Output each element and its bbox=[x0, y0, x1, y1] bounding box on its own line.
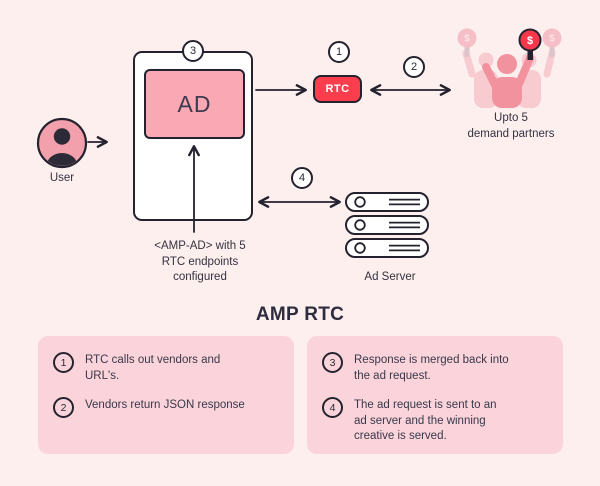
user-avatar-icon bbox=[36, 117, 88, 169]
flow-badge-2: 2 bbox=[403, 56, 425, 78]
step-number-badge: 2 bbox=[53, 397, 74, 418]
dollar-symbol: $ bbox=[549, 34, 555, 45]
step-number-badge: 4 bbox=[322, 397, 343, 418]
legend-step-3: 3 Response is merged back into the ad re… bbox=[322, 351, 548, 384]
step-number-badge: 3 bbox=[322, 352, 343, 373]
rtc-box: RTC bbox=[313, 75, 362, 103]
legend-step-2: 2 Vendors return JSON response bbox=[53, 396, 279, 418]
device-frame: AD bbox=[133, 51, 253, 221]
ad-server-icon bbox=[345, 192, 429, 258]
legend-step-1: 1 RTC calls out vendors and URL's. bbox=[53, 351, 279, 384]
legend-panel-left: 1 RTC calls out vendors and URL's. 2 Ven… bbox=[38, 336, 294, 454]
demand-partners-icon: $ $ $ bbox=[457, 28, 562, 108]
partners-label: Upto 5 demand partners bbox=[467, 112, 555, 140]
dollar-symbol: $ bbox=[527, 35, 533, 47]
flow-badge-4: 4 bbox=[291, 167, 313, 189]
step-text: Vendors return JSON response bbox=[85, 399, 245, 411]
flow-badge-1: 1 bbox=[328, 41, 350, 63]
rtc-label: RTC bbox=[325, 83, 350, 95]
step-number-badge: 1 bbox=[53, 352, 74, 373]
legend-step-4: 4 The ad request is sent to an ad server… bbox=[322, 396, 548, 445]
front-partner-figure bbox=[482, 54, 534, 108]
pale-paddle-icons bbox=[457, 28, 562, 57]
ad-slot-label: AD bbox=[177, 90, 212, 117]
dollar-symbol: $ bbox=[464, 34, 470, 45]
page-title: AMP RTC bbox=[255, 304, 345, 325]
legend-panel-right: 3 Response is merged back into the ad re… bbox=[307, 336, 563, 454]
step-text: Response is merged back into the ad requ… bbox=[354, 354, 509, 382]
winning-paddle-icon bbox=[518, 28, 542, 60]
step-text: The ad request is sent to an ad server a… bbox=[354, 399, 497, 442]
ad-slot: AD bbox=[144, 69, 245, 139]
ad-server-label: Ad Server bbox=[364, 271, 416, 283]
step-text: RTC calls out vendors and URL's. bbox=[85, 354, 221, 382]
amp-ad-note: <AMP-AD> with 5 RTC endpoints configured bbox=[154, 240, 246, 283]
flow-badge-3: 3 bbox=[182, 40, 204, 62]
user-label: User bbox=[49, 172, 75, 184]
